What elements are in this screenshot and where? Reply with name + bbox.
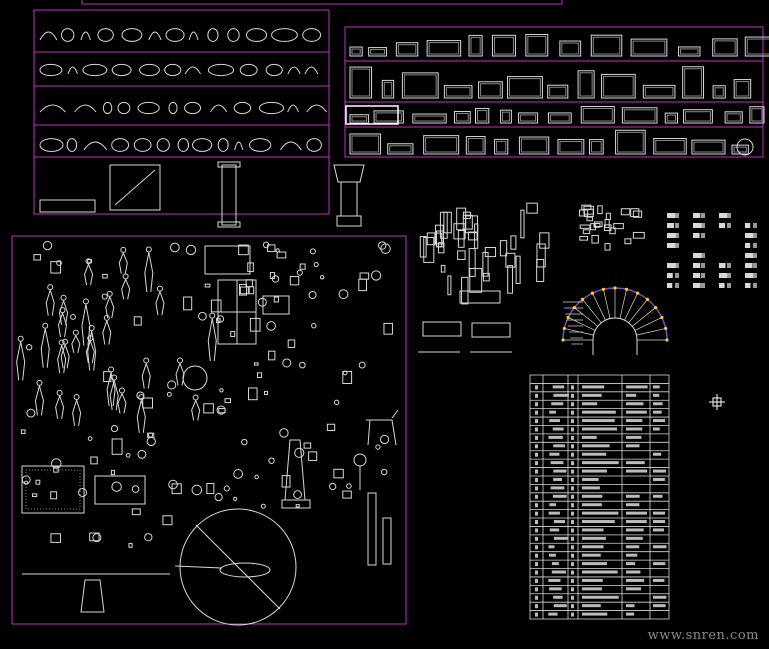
entourage-frame (11, 235, 407, 626)
ornament-frame (33, 9, 330, 228)
crosshair-cursor-icon (709, 394, 725, 410)
watermark-text: www.snren.com (647, 628, 759, 643)
picture-frame-library (344, 26, 769, 158)
helicopter-icon (22, 562, 271, 613)
corinthian-column-icon (333, 164, 365, 227)
label-text-grid (667, 213, 757, 288)
roman-column-icon (221, 164, 237, 226)
furniture-cluster (419, 202, 550, 305)
helipad-circle (179, 508, 297, 626)
spiral-staircase-icon (561, 286, 669, 355)
ornate-mirror (109, 164, 161, 211)
horse-statue-icon (366, 409, 399, 446)
legend-table (529, 374, 670, 620)
top-frame (81, 0, 563, 5)
